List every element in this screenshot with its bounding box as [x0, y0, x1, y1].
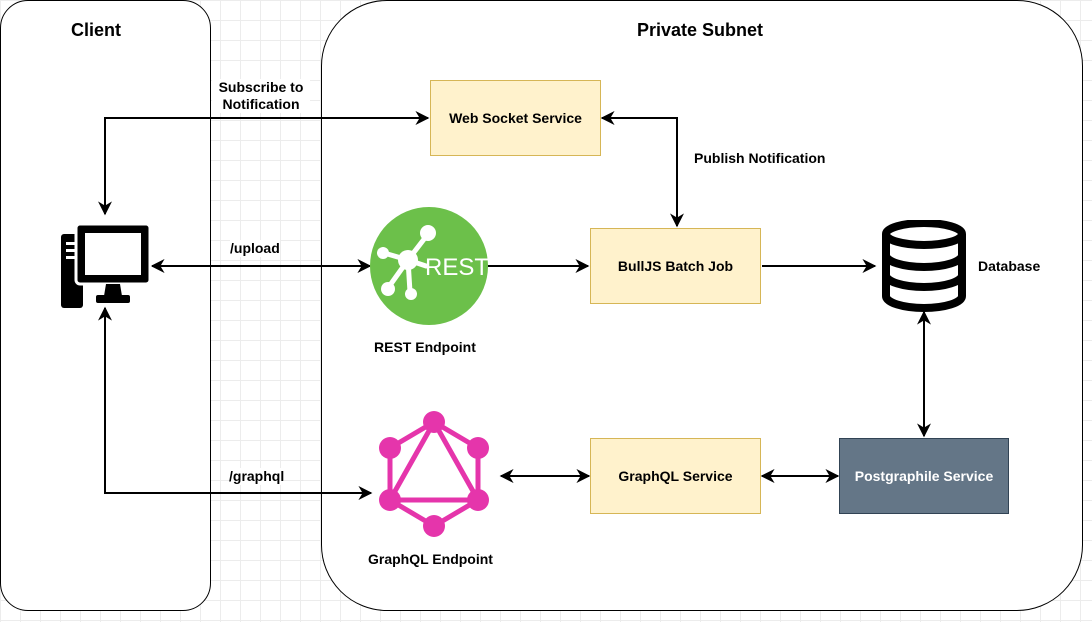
- graphql-service-box[interactable]: GraphQL Service: [590, 438, 761, 514]
- subscribe-edge-label: Subscribe to Notification: [212, 79, 310, 113]
- rest-endpoint-caption: REST Endpoint: [374, 339, 476, 355]
- rest-api-logo-icon[interactable]: REST: [370, 206, 488, 326]
- graphql-endpoint-caption: GraphQL Endpoint: [368, 551, 493, 567]
- graphql-service-label: GraphQL Service: [618, 468, 733, 484]
- edge-graphql: [98, 306, 373, 500]
- private-subnet-title: Private Subnet: [636, 20, 764, 40]
- postgraphile-service-label: Postgraphile Service: [854, 468, 994, 484]
- graphql-logo-icon[interactable]: [370, 410, 494, 540]
- web-socket-service-box[interactable]: Web Socket Service: [430, 80, 601, 156]
- client-container: [0, 0, 211, 611]
- upload-edge-label: /upload: [230, 240, 280, 257]
- client-title: Client: [70, 20, 122, 40]
- database-caption: Database: [978, 258, 1041, 274]
- edge-subscribe: [98, 111, 430, 216]
- rest-logo-text: REST: [425, 254, 488, 281]
- edge-publish: [600, 111, 684, 228]
- postgraphile-service-box[interactable]: Postgraphile Service: [839, 438, 1009, 514]
- web-socket-service-label: Web Socket Service: [449, 110, 582, 126]
- database-cylinder-icon[interactable]: [880, 220, 968, 312]
- desktop-computer-icon[interactable]: [58, 222, 154, 310]
- bulljs-batch-job-label: BullJS Batch Job: [617, 258, 734, 274]
- publish-edge-label: Publish Notification: [694, 150, 826, 166]
- graphql-edge-label: /graphql: [229, 468, 285, 485]
- bulljs-batch-job-box[interactable]: BullJS Batch Job: [590, 228, 761, 304]
